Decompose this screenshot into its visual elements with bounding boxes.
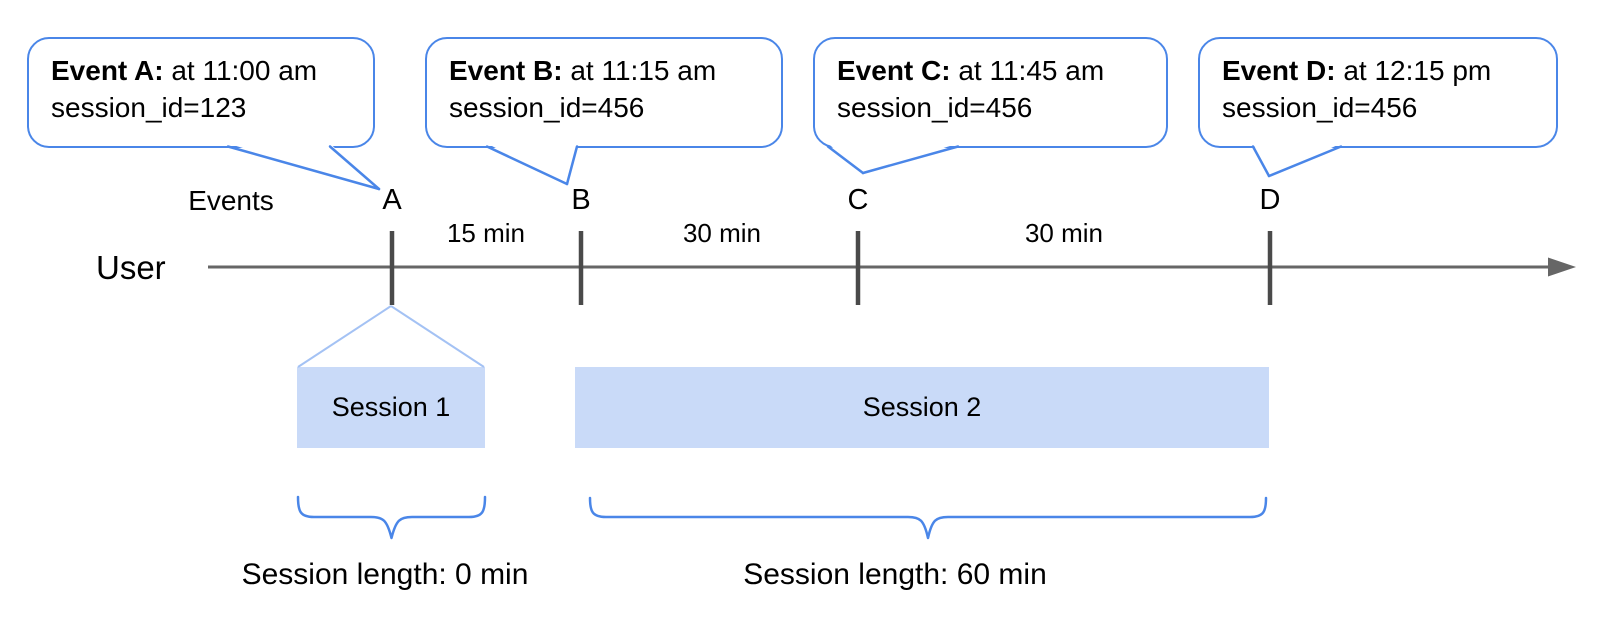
user-axis-label: User bbox=[96, 249, 166, 286]
timeline-arrow-icon bbox=[1548, 257, 1576, 277]
event-c-callout-line1: Event C: at 11:45 am bbox=[837, 52, 1166, 89]
session-1-label: Session 1 bbox=[331, 392, 451, 422]
interval-label-c-d: 30 min bbox=[1024, 218, 1104, 248]
event-a-callout-tail bbox=[226, 143, 381, 191]
event-a-title: Event A: bbox=[51, 55, 164, 86]
session-1-box: Session 1 bbox=[297, 367, 485, 448]
event-d-callout-line1: Event D: at 12:15 pm bbox=[1222, 52, 1556, 89]
event-b-title: Event B: bbox=[449, 55, 563, 86]
session-2-box: Session 2 bbox=[575, 367, 1269, 448]
session-2-label: Session 2 bbox=[862, 392, 982, 422]
event-b-session-id: session_id=456 bbox=[449, 92, 645, 123]
event-d-title: Event D: bbox=[1222, 55, 1336, 86]
event-c-time: at 11:45 am bbox=[950, 55, 1105, 86]
event-b-callout: Event B: at 11:15 am session_id=456 bbox=[425, 37, 783, 148]
event-a-callout-line1: Event A: at 11:00 am bbox=[51, 52, 373, 89]
event-d-time: at 12:15 pm bbox=[1335, 55, 1492, 86]
event-a-time: at 11:00 am bbox=[163, 55, 318, 86]
session-2-brace bbox=[588, 496, 1268, 540]
event-marker-b: B bbox=[571, 184, 591, 216]
event-b-time: at 11:15 am bbox=[562, 55, 717, 86]
event-d-session-id: session_id=456 bbox=[1222, 92, 1418, 123]
events-axis-label: Events bbox=[188, 185, 274, 216]
session-1-length-label: Session length: 0 min bbox=[241, 558, 529, 591]
event-c-session-id: session_id=456 bbox=[837, 92, 1033, 123]
event-d-callout: Event D: at 12:15 pm session_id=456 bbox=[1198, 37, 1558, 148]
session-1-funnel-connector bbox=[297, 305, 485, 368]
event-marker-d: D bbox=[1259, 184, 1281, 216]
interval-label-a-b: 15 min bbox=[446, 218, 526, 248]
interval-label-b-c: 30 min bbox=[682, 218, 762, 248]
event-b-callout-tail bbox=[485, 143, 579, 186]
event-marker-c: C bbox=[847, 184, 869, 216]
event-b-callout-line1: Event B: at 11:15 am bbox=[449, 52, 781, 89]
event-c-title: Event C: bbox=[837, 55, 951, 86]
event-marker-a: A bbox=[382, 184, 402, 216]
event-c-callout: Event C: at 11:45 am session_id=456 bbox=[813, 37, 1168, 148]
event-a-session-id: session_id=123 bbox=[51, 92, 247, 123]
session-2-length-label: Session length: 60 min bbox=[743, 558, 1047, 591]
event-d-callout-tail bbox=[1251, 143, 1343, 178]
session-1-brace bbox=[296, 495, 487, 540]
event-a-callout: Event A: at 11:00 am session_id=123 bbox=[27, 37, 375, 148]
